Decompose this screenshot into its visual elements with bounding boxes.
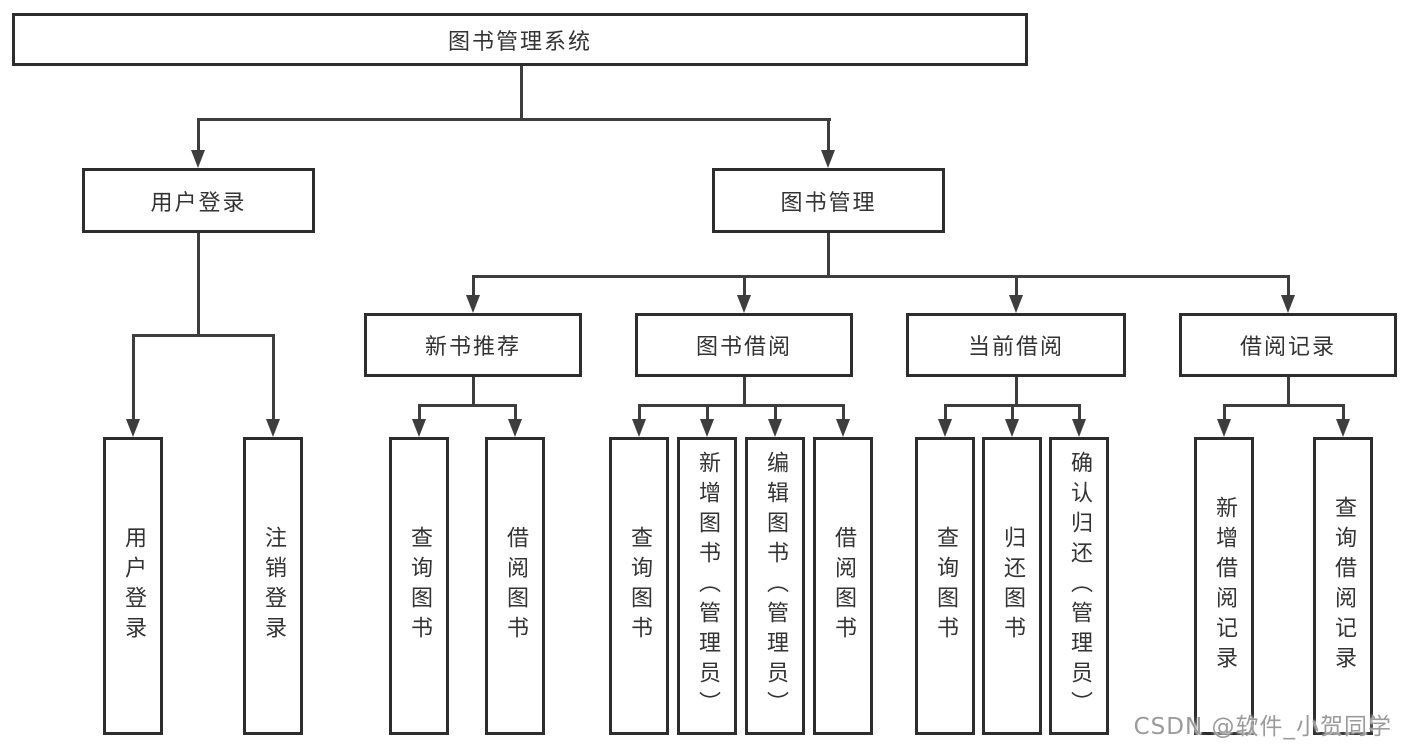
connector-line [272, 334, 275, 420]
arrowhead-down-icon [191, 150, 205, 168]
connector-line [197, 118, 200, 152]
arrowhead-down-icon [1281, 295, 1295, 313]
connector-line [472, 275, 475, 297]
arrowhead-down-icon [466, 295, 480, 313]
connector-line [842, 404, 845, 420]
leaf-bb-edit-books-admin: 编辑图书（管理员） [745, 437, 805, 735]
leaf-br-add-record: 新增借阅记录 [1194, 437, 1254, 735]
connector-line [1223, 404, 1226, 420]
arrowhead-down-icon [632, 419, 646, 437]
arrowhead-down-icon [836, 419, 850, 437]
connector-line [743, 377, 746, 406]
node-book-management: 图书管理 [712, 168, 945, 233]
connector-line [638, 404, 845, 407]
node-book-borrowing: 图书借阅 [635, 313, 853, 377]
connector-line [1287, 377, 1290, 406]
node-label: 图书管理 [780, 190, 877, 216]
arrowhead-down-icon [821, 150, 835, 168]
connector-line [132, 334, 135, 420]
leaf-label: 借阅图书 [831, 526, 856, 646]
connector-line [472, 275, 1290, 278]
connector-line [638, 404, 641, 420]
node-label: 借阅记录 [1239, 335, 1336, 360]
connector-line [1342, 404, 1345, 420]
leaf-label: 查询图书 [407, 526, 432, 646]
leaf-label: 查询借阅记录 [1331, 496, 1356, 676]
leaf-nb-borrow-books: 借阅图书 [485, 437, 545, 735]
leaf-logout: 注销登录 [243, 437, 303, 735]
arrowhead-down-icon [1009, 295, 1023, 313]
connector-line [1015, 377, 1018, 406]
node-new-book-recommend: 新书推荐 [364, 313, 582, 377]
connector-line [827, 233, 830, 277]
node-library-management-system: 图书管理系统 [12, 13, 1028, 66]
leaf-label: 归还图书 [1000, 526, 1025, 646]
connector-line [197, 233, 200, 336]
node-label: 图书管理系统 [447, 29, 592, 55]
leaf-label: 查询图书 [933, 526, 958, 646]
connector-line [132, 334, 275, 337]
connector-line [827, 118, 830, 152]
connector-line [472, 377, 475, 406]
connector-line [1287, 275, 1290, 297]
leaf-label: 新增借阅记录 [1212, 496, 1237, 676]
connector-line [1015, 275, 1018, 297]
leaf-bb-borrow-books: 借阅图书 [813, 437, 873, 735]
arrowhead-down-icon [266, 419, 280, 437]
node-label: 用户登录 [150, 190, 247, 216]
connector-line [944, 404, 947, 420]
csdn-watermark: CSDN @软件_小贺同学 [1133, 714, 1392, 740]
node-label: 当前借阅 [967, 335, 1064, 360]
node-label: 图书借阅 [695, 335, 792, 360]
leaf-label: 注销登录 [261, 526, 286, 646]
arrowhead-down-icon [700, 419, 714, 437]
leaf-cb-query-books: 查询图书 [915, 437, 975, 735]
connector-line [774, 404, 777, 420]
leaf-label: 编辑图书（管理员） [763, 451, 788, 721]
leaf-cb-confirm-return-admin: 确认归还（管理员） [1049, 437, 1109, 735]
leaf-br-query-record: 查询借阅记录 [1313, 437, 1373, 735]
leaf-label: 新增图书（管理员） [695, 451, 720, 721]
connector-line [514, 404, 517, 420]
leaf-label: 查询图书 [627, 526, 652, 646]
leaf-label: 用户登录 [121, 526, 146, 646]
leaf-user-login: 用户登录 [103, 437, 163, 735]
leaf-cb-return-books: 归还图书 [982, 437, 1042, 735]
connector-line [197, 118, 831, 121]
arrowhead-down-icon [412, 419, 426, 437]
node-current-borrowing: 当前借阅 [906, 313, 1126, 377]
connector-line [1078, 404, 1081, 420]
connector-line [1011, 404, 1014, 420]
connector-line [418, 404, 421, 420]
leaf-bb-query-books: 查询图书 [609, 437, 669, 735]
connector-line [418, 404, 517, 407]
arrowhead-down-icon [938, 419, 952, 437]
arrowhead-down-icon [1005, 419, 1019, 437]
connector-line [743, 275, 746, 297]
arrowhead-down-icon [737, 295, 751, 313]
leaf-label: 确认归还（管理员） [1067, 451, 1092, 721]
arrowhead-down-icon [126, 419, 140, 437]
leaf-label: 借阅图书 [503, 526, 528, 646]
arrowhead-down-icon [508, 419, 522, 437]
connector-line [706, 404, 709, 420]
node-user-login: 用户登录 [82, 168, 315, 233]
arrowhead-down-icon [768, 419, 782, 437]
leaf-bb-add-books-admin: 新增图书（管理员） [677, 437, 737, 735]
node-borrowing-records: 借阅记录 [1179, 313, 1397, 377]
arrowhead-down-icon [1217, 419, 1231, 437]
leaf-nb-query-books: 查询图书 [389, 437, 449, 735]
connector-line [1223, 404, 1344, 407]
arrowhead-down-icon [1336, 419, 1350, 437]
arrowhead-down-icon [1072, 419, 1086, 437]
node-label: 新书推荐 [424, 335, 521, 360]
connector-line [520, 66, 523, 120]
